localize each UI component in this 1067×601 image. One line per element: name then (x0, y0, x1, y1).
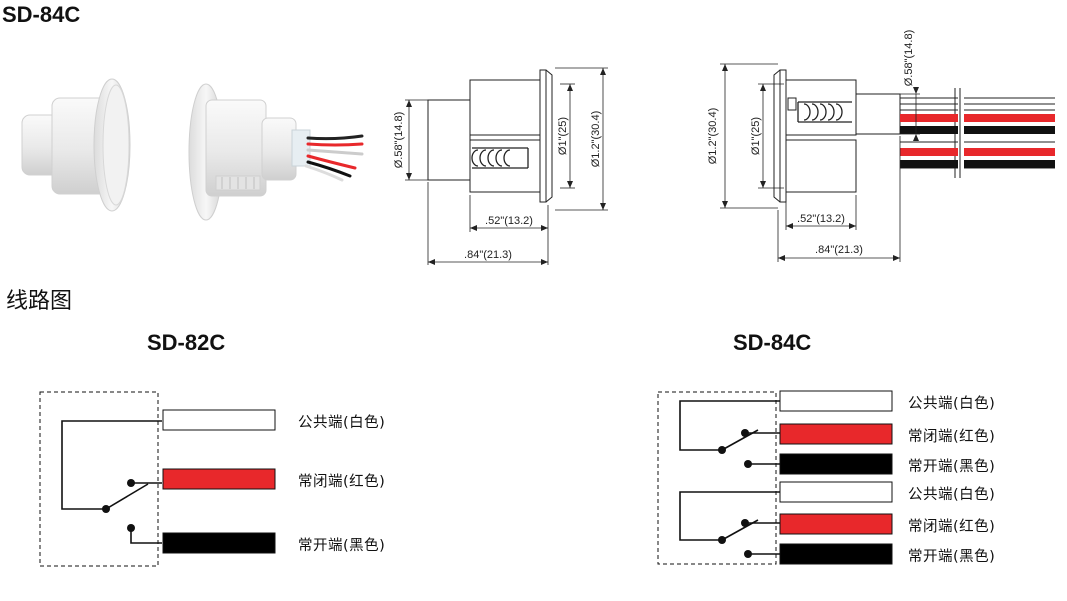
dim-height-right: Ø.58"(14.8) (903, 30, 915, 87)
dim-flange-left: Ø1.2"(30.4) (590, 111, 602, 168)
wire-bars-84c (779, 390, 893, 565)
reed-coil (797, 101, 852, 123)
wiring-title-84c: SD-84C (733, 330, 812, 355)
wire-bar-black (779, 453, 893, 475)
wire-label-no: 常开端(黑色) (908, 459, 996, 475)
wire-bar-red (162, 468, 276, 490)
dim-height-left: Ø.58"(14.8) (393, 112, 405, 169)
dim-inner-left: Ø1"(25) (557, 117, 569, 155)
wire-bar-white (162, 409, 276, 431)
wire-bar-white (779, 481, 893, 503)
dim-inner-right: Ø1"(25) (750, 117, 762, 155)
wire-label-common: 公共端(白色) (908, 396, 996, 412)
right-tech-drawing (720, 63, 1055, 262)
wire-label-nc: 常闭端(红色) (908, 429, 996, 445)
wire-bar-black (162, 532, 276, 554)
wire-label-common: 公共端(白色) (908, 487, 996, 503)
wire-bar-white (779, 390, 893, 412)
model-title: SD-84C (2, 2, 81, 27)
dim-flange-right: Ø1.2"(30.4) (707, 108, 719, 165)
wiring-title-82c: SD-82C (147, 330, 226, 355)
wire-bars-82c (162, 409, 276, 554)
wiring-section-label: 线路图 (6, 289, 73, 314)
left-tech-drawing (405, 67, 608, 265)
wire-label-nc: 常闭端(红色) (298, 474, 386, 490)
wire-label-no: 常开端(黑色) (298, 538, 386, 554)
magnet-photo (21, 78, 131, 212)
dim-length-left: .84"(21.3) (464, 249, 512, 261)
wire-label-common: 公共端(白色) (298, 415, 386, 431)
wiring-diagram-84c (657, 391, 780, 565)
switch-photo (188, 83, 364, 221)
wiring-diagram-82c (39, 391, 162, 567)
wire-bar-black (779, 543, 893, 565)
wire-label-no: 常开端(黑色) (908, 549, 996, 565)
wire-bar-red (779, 513, 893, 535)
reed-coil (471, 147, 529, 169)
dim-length-right: .84"(21.3) (815, 244, 863, 256)
dim-depth-right: .52"(13.2) (797, 213, 845, 225)
wire-bar-red (779, 423, 893, 445)
dim-depth-left: .52"(13.2) (485, 215, 533, 227)
wire-label-nc: 常闭端(红色) (908, 519, 996, 535)
